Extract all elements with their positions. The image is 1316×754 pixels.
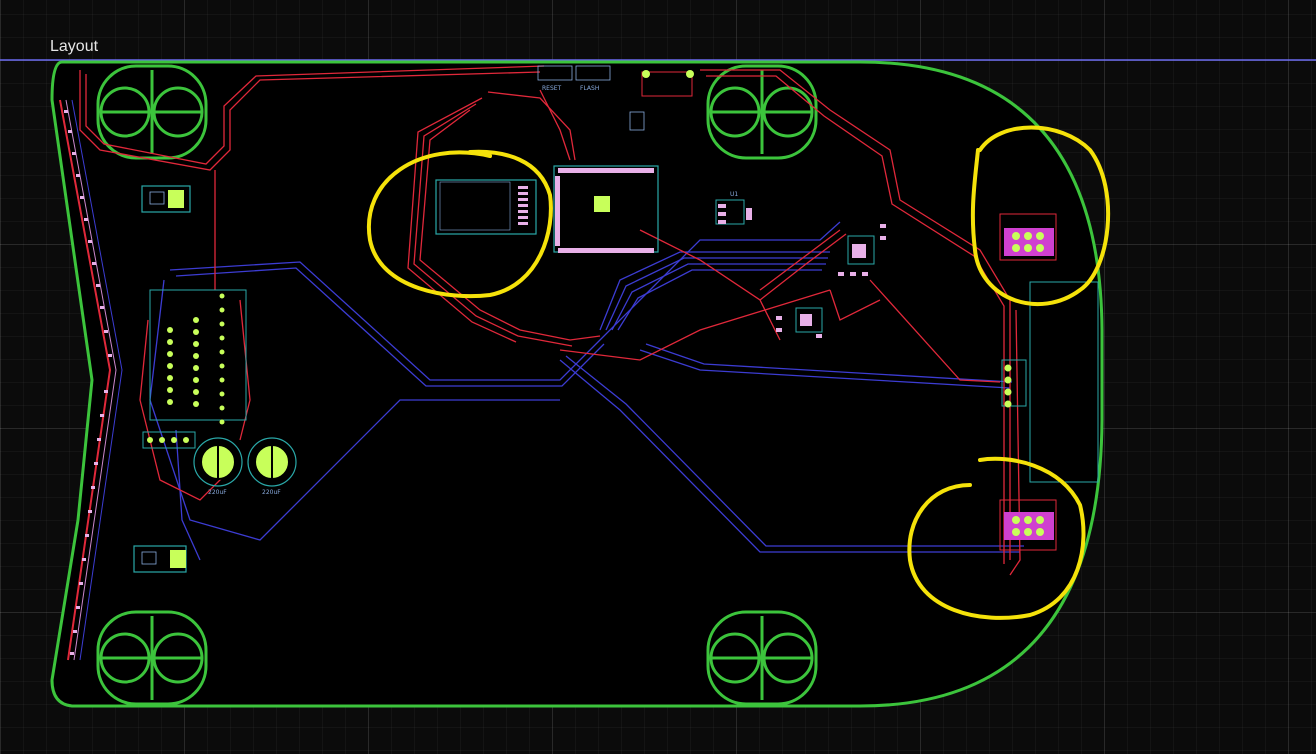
bottom-copper-traces xyxy=(149,221,1024,561)
top-copper-traces xyxy=(79,65,1021,576)
mounting-hole-bottom-center xyxy=(706,610,818,706)
led-pads xyxy=(64,110,112,655)
flash-button-label: FLASH xyxy=(580,85,599,92)
capacitor-c1 xyxy=(193,437,243,487)
annotation-circle-bottom-connector xyxy=(907,456,1086,620)
sensor-cluster xyxy=(776,224,886,338)
mounting-hole-top-center xyxy=(706,64,818,160)
cap-value-label-1: 220uF xyxy=(208,489,227,496)
cap-value-label-2: 220uF xyxy=(262,489,281,496)
connector-bottom-right xyxy=(999,499,1057,551)
driver-module xyxy=(142,289,247,449)
connector-top-right xyxy=(999,213,1057,261)
reset-button-label: RESET xyxy=(542,85,562,92)
terminal-bottom xyxy=(133,545,187,573)
annotation-circles xyxy=(366,125,1111,620)
display-module xyxy=(435,179,537,235)
mcu-chip xyxy=(553,165,659,253)
terminal-top xyxy=(141,185,191,213)
mounting-hole-bottom-left xyxy=(96,610,208,706)
layout-title: Layout xyxy=(50,38,99,55)
annotation-circle-display xyxy=(366,149,553,299)
led-strip xyxy=(59,99,123,661)
annotation-circle-top-connector xyxy=(970,125,1111,307)
top-components xyxy=(537,65,752,225)
mounting-hole-top-left xyxy=(96,64,208,160)
mcu-label: U1 xyxy=(730,191,738,198)
capacitor-c2 xyxy=(247,437,297,487)
